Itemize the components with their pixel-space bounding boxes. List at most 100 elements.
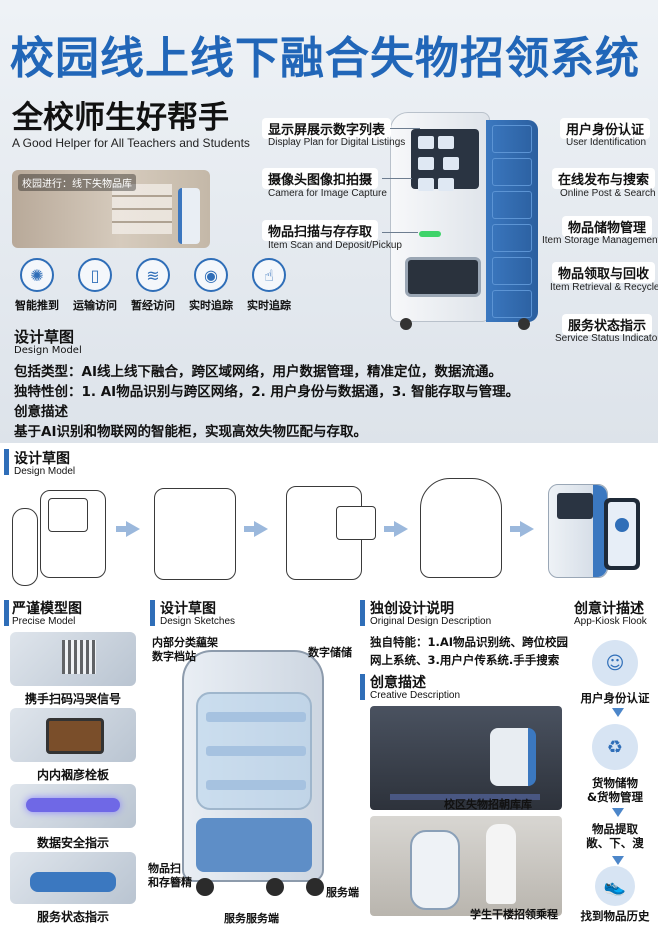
- flow-arrow-icon: [520, 521, 534, 537]
- callout-line: [390, 128, 420, 129]
- callout-online: 在线发布与搜索: [552, 168, 656, 189]
- wifi-icon: ≋: [136, 258, 170, 292]
- feature-item: ≋ 暂经访问: [124, 258, 182, 313]
- cutaway-kiosk: [182, 650, 324, 882]
- sketch-heading-en: Design Model: [14, 466, 76, 477]
- feature-label: 暂经访问: [131, 299, 175, 312]
- sketch-person: [12, 508, 38, 586]
- kiosk-base: [196, 818, 312, 872]
- status-indicator-thumb: [10, 852, 136, 904]
- storage-room-photo: 校园进行：线下失物品库: [12, 170, 210, 248]
- sketch-label-bottom-right: 服务端: [326, 886, 359, 899]
- flow-down-arrow-icon: [612, 808, 624, 817]
- callout-camera: 摄像头图像扣拍摄: [262, 168, 379, 189]
- flow-down-arrow-icon: [612, 856, 624, 865]
- precise-label-2: 内内裀彦栓板: [36, 768, 109, 782]
- callout-retrieval-en: Item Retrieval & Recycle: [550, 282, 658, 293]
- flow-arrow-icon: [254, 521, 268, 537]
- callout-status: 服务状态指示: [562, 314, 653, 335]
- original-text-1: 独自特能：1.AI物品识别统、跨位校园: [370, 635, 569, 649]
- user-icon: ☺: [592, 640, 638, 686]
- section-bar: [360, 674, 365, 700]
- sketch-heading: 设计草图: [14, 451, 70, 467]
- night-kiosk-photo: [370, 706, 562, 810]
- subtitle-en: A Good Helper for All Teachers and Stude…: [12, 136, 250, 150]
- callout-retrieval: 物品领取与回收: [552, 262, 656, 283]
- section-bar: [4, 600, 9, 626]
- design-desc-line2: 独特性创：1. AI物品识别与跨区网络，2. 用户身份与数据通，3. 智能存取与…: [14, 384, 520, 400]
- flow-heading: 创意计描述: [574, 601, 644, 617]
- feature-item: ▯ 运输访问: [66, 258, 124, 313]
- section-bar: [360, 600, 365, 626]
- creative-heading-en: Creative Description: [370, 690, 461, 701]
- design-desc-line3: 创意描述: [14, 404, 68, 420]
- flow-arrow-stem: [116, 526, 128, 532]
- brain-icon: ✺: [20, 258, 54, 292]
- kiosk-screen: [411, 129, 479, 191]
- wheel: [306, 878, 324, 896]
- feature-label: 实时追踪: [189, 299, 233, 312]
- student-kiosk-photo: [370, 816, 562, 916]
- callout-line: [382, 232, 418, 233]
- phone-icon: ▯: [78, 258, 112, 292]
- callout-scan-en: Item Scan and Deposit/Pickup: [268, 240, 402, 251]
- phone-render: [604, 498, 640, 570]
- flow-arrow-stem: [244, 526, 256, 532]
- sketch-label-top-right: 数字储储: [308, 646, 352, 659]
- kiosk-led: [419, 231, 441, 237]
- callout-status-en: Service Status Indicator: [555, 333, 658, 344]
- hand-icon: ☝: [252, 258, 286, 292]
- precise-heading: 严谨模型图: [12, 601, 82, 617]
- wheel: [196, 878, 214, 896]
- original-text-2: 网上系统、3.用户户传系统.手手搜索: [370, 653, 560, 667]
- recycle-icon: ♻: [592, 724, 638, 770]
- creative-heading: 创意描述: [370, 675, 426, 691]
- flow-heading-en: App-Kiosk Flook: [574, 616, 647, 627]
- original-heading-en: Original Design Description: [370, 616, 492, 627]
- wheel: [266, 878, 284, 896]
- flow-step-2: 货物储物 &货物管理: [586, 776, 644, 804]
- flow-arrow-icon: [126, 521, 140, 537]
- flow-arrow-icon: [394, 521, 408, 537]
- kiosk-body: [390, 112, 490, 322]
- section-bar: [4, 449, 9, 475]
- photo1-caption: 校区失物招朝库库: [444, 798, 532, 811]
- feature-label: 实时追踪: [247, 299, 291, 312]
- inner-panel-thumb: [10, 708, 136, 762]
- security-indicator-thumb: [10, 784, 136, 828]
- flow-step-3: 物品提取 敞、下、溲: [586, 822, 644, 850]
- callout-online-en: Online Post & Search: [560, 188, 656, 199]
- callout-storage: 物品储物管理: [562, 216, 653, 237]
- sketch-screen: [48, 498, 88, 532]
- callout-user-id: 用户身份认证: [560, 118, 651, 139]
- feature-item: ◉ 实时追踪: [182, 258, 240, 313]
- original-heading: 独创设计说明: [370, 601, 454, 617]
- design-desc-line4: 基于AI识别和物联网的智能柜，实现高效失物匹配与存取。: [14, 424, 367, 440]
- photo-caption: 校园进行：线下失物品库: [18, 174, 136, 191]
- kiosk-slot: [405, 257, 481, 297]
- sketches-heading-en: Design Sketches: [160, 616, 236, 627]
- qr-scan-thumb: [10, 632, 136, 686]
- sketch-kiosk-2: [154, 488, 236, 580]
- flow-step-4: 找到物品历史: [580, 909, 650, 923]
- callout-camera-en: Camera for Image Capture: [268, 188, 387, 199]
- location-icon: ◉: [194, 258, 228, 292]
- sketches-heading: 设计草图: [160, 601, 216, 617]
- design-desc-line1: 包括类型：AI线上线下融合，跨区域网络，用户数据管理，精准定位，数据流通。: [14, 364, 502, 380]
- flow-step-1: 用户身份认证: [580, 691, 650, 705]
- precise-label-1: 携手扫码冯哭信号: [24, 692, 121, 706]
- feature-label: 运输访问: [73, 299, 117, 312]
- wheel: [518, 318, 530, 330]
- shoe-icon: 👟: [595, 866, 635, 906]
- glass-compartment: [196, 692, 312, 810]
- wheel: [400, 318, 412, 330]
- callout-line: [382, 178, 412, 179]
- precise-label-3: 数据安全指示: [36, 836, 109, 850]
- sketch-label-bottom-left: 物品扫 和存簪精: [148, 862, 192, 889]
- sketch-label-top-left: 内部分类藴架 数字档站: [152, 636, 218, 663]
- callout-user-id-en: User Identification: [566, 137, 647, 148]
- flow-arrow-stem: [510, 526, 522, 532]
- callout-display-en: Display Plan for Digital Listings: [268, 137, 406, 148]
- feature-icon-row: ✺ 智能推到 ▯ 运输访问 ≋ 暂经访问 ◉ 实时追踪 ☝ 实时追踪: [8, 258, 298, 318]
- shelf-graphic: [112, 184, 172, 234]
